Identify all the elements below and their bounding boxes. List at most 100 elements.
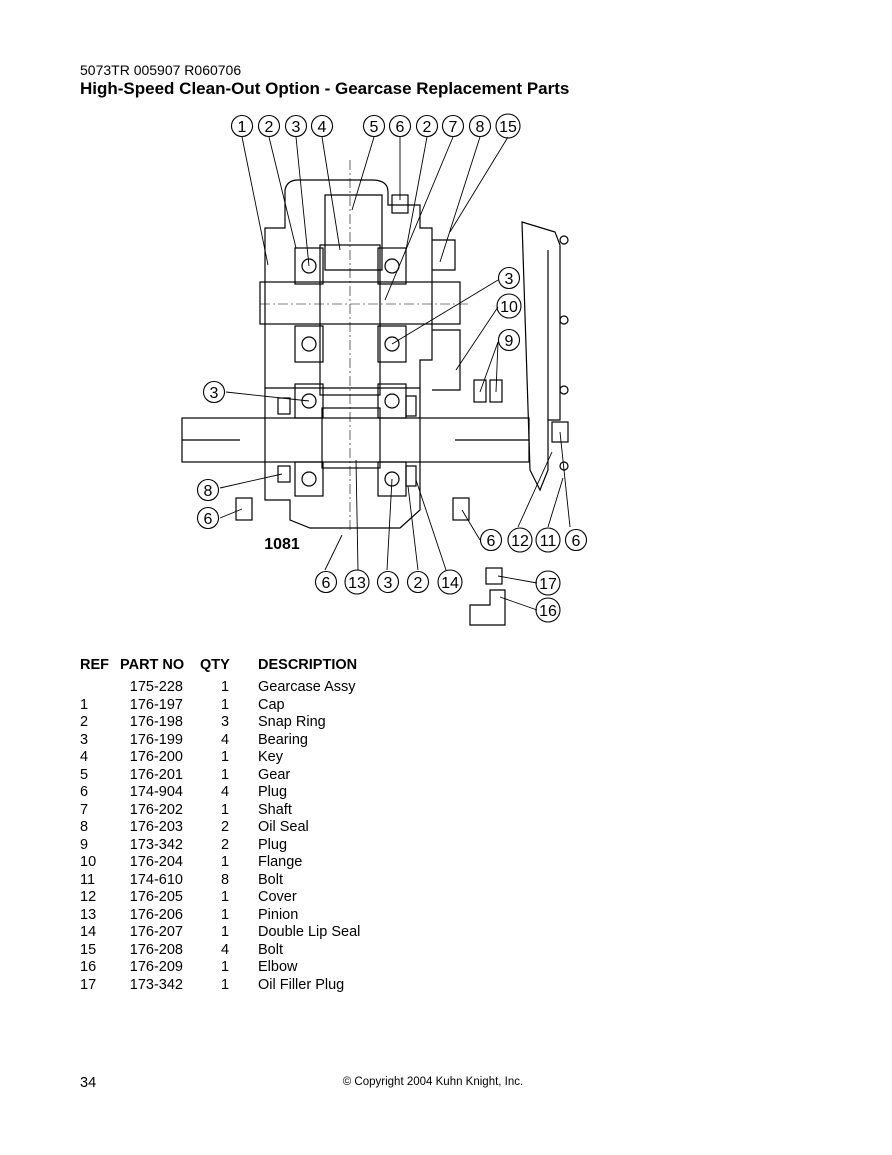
cell-part-no: 176-209 [129, 959, 183, 975]
cell-description: Snap Ring [258, 714, 326, 730]
cell-part-no: 176-204 [129, 854, 183, 870]
callout-label: 4 [318, 119, 327, 136]
cell-ref: 5 [80, 766, 89, 783]
cell-ref: 6 [80, 784, 89, 800]
cell-description: Bearing [258, 731, 308, 748]
figure-id: 1081 [264, 536, 300, 553]
callout-7 [441, 114, 465, 138]
cell-part-no: 173-342 [129, 976, 183, 993]
gearcase-exploded-diagram: 1 2 3 4 5 6 2 7 8 15 3 10 9 3 8 6 6 12 1… [181, 113, 588, 626]
cell-part-no: 176-200 [129, 749, 183, 765]
callout-group [196, 113, 588, 623]
cell-ref: 10 [80, 854, 97, 870]
cell-ref: 12 [80, 889, 97, 905]
cell-part-no: 176-198 [129, 714, 183, 730]
cell-description: Cover [258, 889, 297, 905]
cell-qty: 1 [220, 801, 230, 818]
cell-description: Cap [258, 696, 285, 713]
cell-ref: 8 [80, 819, 89, 835]
callout-label: 12 [511, 533, 529, 550]
gearcase-drawing [181, 160, 569, 626]
callout-label: 17 [539, 576, 557, 593]
cell-part-no: 176-203 [129, 819, 183, 835]
cell-qty: 1 [220, 889, 230, 905]
cell-part-no: 176-201 [129, 766, 183, 783]
callout-label: 2 [423, 119, 432, 136]
callout-label: 1 [238, 119, 247, 136]
cell-ref: 7 [80, 801, 89, 818]
cell-description: Gearcase Assy [258, 679, 356, 695]
cell-part-no: 174-610 [129, 871, 183, 888]
cell-ref: 16 [80, 959, 97, 975]
cell-ref: 1 [80, 696, 89, 713]
copyright-notice: © Copyright 2004 Kuhn Knight, Inc. [342, 1076, 524, 1088]
callout-label: 7 [449, 119, 458, 136]
callout-label: 6 [322, 575, 331, 592]
table-row: 16 176-209 1 Elbow [80, 959, 360, 977]
cell-description: Plug [258, 836, 288, 853]
cell-qty: 1 [220, 906, 230, 923]
document-code: 5073TR 005907 R060706 [80, 62, 242, 78]
cell-ref [80, 679, 120, 697]
cell-part-no: 176-207 [129, 924, 183, 940]
cell-part-no: 176-205 [129, 889, 183, 905]
callout-label: 3 [292, 119, 301, 136]
callout-label: 6 [396, 119, 405, 136]
callout-label: 11 [540, 533, 557, 550]
callout-label: 10 [500, 299, 518, 316]
cell-qty: 1 [220, 696, 230, 713]
leader-lines [219, 136, 571, 611]
cell-qty: 4 [220, 941, 230, 958]
cell-description: Elbow [258, 959, 298, 975]
cell-part-no: 173-342 [129, 836, 183, 853]
cell-ref: 4 [80, 749, 89, 765]
cell-ref: 13 [80, 906, 97, 923]
callout-label: 3 [384, 575, 393, 592]
cell-ref: 3 [80, 731, 89, 748]
callout-3 [284, 114, 308, 138]
callout-5 [362, 114, 386, 138]
callout-label: 2 [265, 119, 274, 136]
cell-qty: 4 [220, 731, 230, 748]
cell-qty: 1 [220, 854, 230, 870]
callout-label: 16 [539, 603, 557, 620]
callout-label: 8 [204, 483, 213, 500]
cell-description: Bolt [258, 871, 283, 888]
callout-label: 3 [210, 385, 219, 402]
cell-description: Oil Filler Plug [258, 976, 345, 993]
page-title: High-Speed Clean-Out Option - Gearcase R… [80, 79, 570, 98]
cell-qty: 1 [220, 749, 230, 765]
cell-qty: 8 [220, 871, 230, 888]
header-description: DESCRIPTION [258, 657, 358, 673]
table-row: 12 176-205 1 Cover [80, 889, 360, 907]
table-row: 6 174-904 4 Plug [80, 784, 360, 802]
callout-label: 9 [505, 333, 514, 350]
callout-8 [468, 114, 492, 138]
cell-ref: 14 [80, 924, 97, 940]
callout-6 [388, 114, 412, 138]
cell-part-no: 174-904 [129, 784, 183, 800]
callout-15 [495, 113, 521, 139]
cell-description: Plug [258, 784, 288, 800]
callout-label: 6 [572, 533, 581, 550]
header-part-no: PART NO [120, 657, 185, 673]
cell-ref: 17 [80, 976, 97, 993]
callout-2b [415, 114, 439, 138]
cell-qty: 4 [220, 784, 230, 800]
cell-part-no: 175-228 [129, 679, 183, 695]
callout-label: 14 [441, 575, 459, 592]
cell-qty: 1 [220, 959, 230, 975]
cell-ref: 2 [80, 714, 89, 730]
